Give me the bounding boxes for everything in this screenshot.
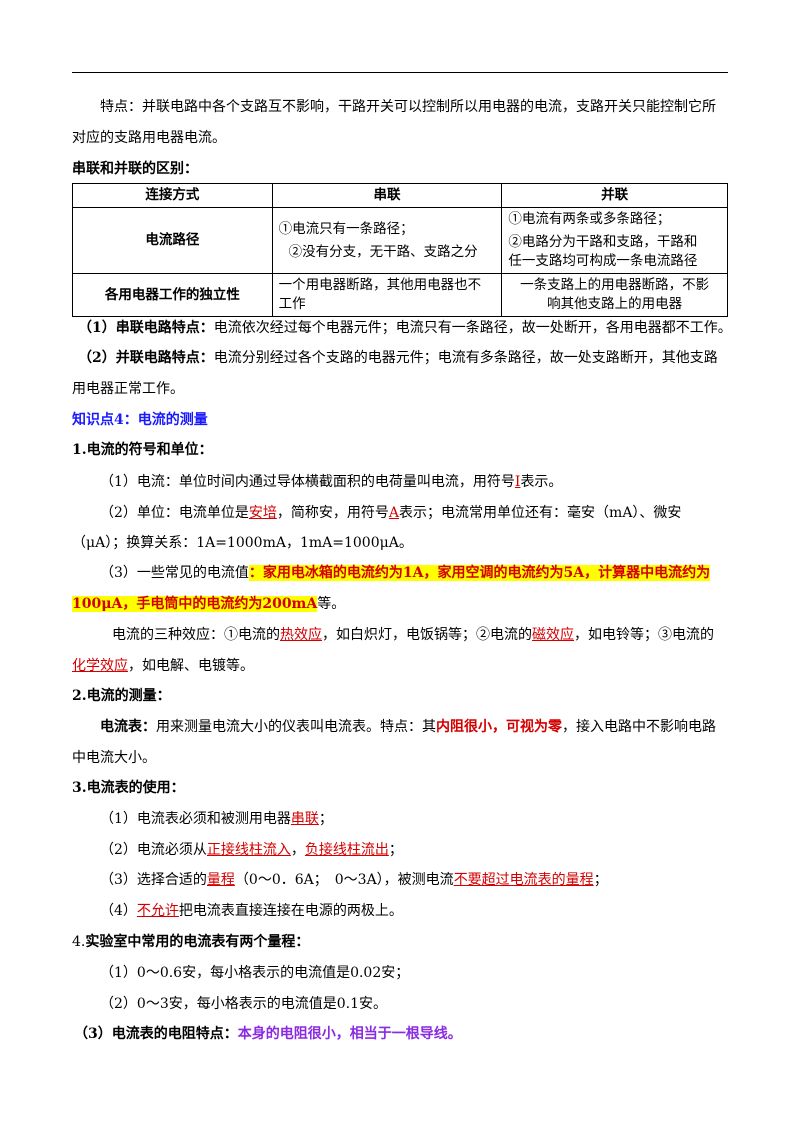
table-header-cell: 串联 (271, 183, 503, 208)
intro-line-1: 特点：并联电路中各个支路互不影响，干路开关可以控制所以用电器的电流，支路开关只能… (100, 99, 716, 115)
s3-text: ； (388, 842, 403, 858)
cell-line: ②电路分为干路和支路，干路和 (508, 234, 698, 250)
s1-text: （2）单位：电流单位是 (100, 505, 249, 521)
highlight-text: ：家用电冰箱的电流约为1A，家用空调的电流约为5A，计算器中电流约为 (248, 565, 711, 581)
table-row: 电流路径 ①电流只有一条路径； ②没有分支，无干路、支路之分 ①电流有两条或多条… (72, 207, 728, 274)
table-cell: 一条支路上的用电器断路，不影 响其他支路上的用电器 (501, 273, 728, 317)
comparison-table: 连接方式 串联 并联 电流路径 ①电流只有一条路径； ②没有分支，无干路、支路之… (72, 183, 728, 317)
cell-line: ①电流只有一条路径； (278, 220, 414, 237)
s4-item-1: （1）0～0.6安，每小格表示的电流值是0.02安； (100, 965, 410, 981)
s3-text: ， (290, 842, 305, 858)
parallel-feature-line-1: （2）并联电路特点：电流分别经过各个支路的电器元件；电流有多条路径，故一处支路断… (78, 348, 738, 368)
s2-text: 用来测量电流大小的仪表叫电流表。特点：其 (156, 719, 436, 735)
table-row: 各用电器工作的独立性 一个用电器断路，其他用电器也不 工作 一条支路上的用电器断… (72, 273, 728, 317)
cell-line: 任一支路均可构成一条电流路径 (508, 253, 698, 269)
s1-text: ，简称安，用符号 (276, 505, 389, 521)
knowledge-point-title: 知识点4：电流的测量 (72, 412, 208, 428)
s4-item-2: （2）0～3安，每小格表示的电流值是0.1安。 (100, 996, 387, 1012)
row-label: 各用电器工作的独立性 (72, 273, 273, 317)
s2-line-2: 中电流大小。 (72, 750, 156, 766)
s3-text: ； (593, 872, 608, 888)
s3-red-text: 不允许 (136, 903, 179, 919)
s1-item-3: （3）一些常见的电流值：家用电冰箱的电流约为1A，家用空调的电流约为5A，计算器… (100, 563, 760, 583)
section-2-title: 2.电流的测量： (72, 688, 171, 704)
s4-number: 4. (72, 934, 86, 950)
parallel-feature-label: （2）并联电路特点： (78, 350, 214, 366)
s2-text: ，接入电路中不影响电路 (562, 719, 716, 735)
s3-text: ； (318, 811, 333, 827)
s3-text: （0～0．6A； 0～3A），被测电流 (234, 872, 454, 888)
effects-line-1: 电流的三种效应：①电流的热效应，如白炽灯，电饭锅等；②电流的磁效应，如电铃等；③… (112, 625, 772, 645)
effect-magnetic: 磁效应 (532, 627, 574, 643)
section-4-title: 4.实验室中常用的电流表有两个量程： (72, 932, 732, 952)
cell-line: 一条支路上的用电器断路，不影 (520, 277, 710, 293)
s3-text: （1）电流表必须和被测用电器 (100, 811, 291, 827)
cell-line: 响其他支路上的用电器 (547, 296, 683, 312)
ammeter-label: 电流表： (100, 719, 156, 735)
effect-heat: 热效应 (280, 627, 322, 643)
parallel-feature-text: 电流分别经过各个支路的电器元件；电流有多条路径，故一处支路断开，其他支路 (213, 350, 718, 366)
table-header-cell: 并联 (501, 183, 728, 208)
s3-red-text: 量程 (206, 872, 235, 888)
header-rule (72, 72, 728, 73)
s1-symbol: A (388, 505, 400, 521)
table-header-cell: 连接方式 (72, 183, 273, 208)
s2-line-1: 电流表：用来测量电流大小的仪表叫电流表。特点：其内阻很小，可视为零，接入电路中不… (100, 717, 760, 737)
s1-item-2: （2）单位：电流单位是安培，简称安，用符号A表示；电流常用单位还有：毫安（mA）… (100, 503, 760, 523)
series-feature: （1）串联电路特点：电流依次经过每个电器元件；电流只有一条路径，故一处断开，各用… (78, 318, 738, 338)
row-label: 电流路径 (72, 207, 273, 274)
parallel-feature-line-2: 用电器正常工作。 (72, 381, 184, 397)
table-cell: ①电流只有一条路径； ②没有分支，无干路、支路之分 (271, 207, 503, 274)
s1-text: （1）电流：单位时间内通过导体横截面积的电荷量叫电流，用符号 (100, 474, 515, 490)
s1-item-2-cont: （μA）；换算关系：1A=1000mA，1mA=1000μA。 (72, 535, 413, 551)
section-1-title: 1.电流的符号和单位： (72, 442, 213, 458)
s4-label: （3）电流表的电阻特点： (74, 1026, 238, 1042)
highlight-text: 100μA，手电筒中的电流约为200mA (72, 596, 318, 612)
s3-red-text: 正接线柱流入 (206, 842, 291, 858)
s4-purple-text: 本身的电阻很小，相当于一根导线。 (237, 1026, 462, 1042)
s3-red-text: 负接线柱流出 (304, 842, 389, 858)
s1-item-3-cont: 100μA，手电筒中的电流约为200mA等。 (72, 594, 732, 614)
s1-text: 表示；电流常用单位还有：毫安（mA）、微安 (399, 505, 682, 521)
s1-symbol: I (514, 474, 521, 490)
s3-text: （4） (100, 903, 137, 919)
s3-item-4: （4）不允许把电流表直接连接在电源的两极上。 (100, 901, 760, 921)
table-cell: ①电流有两条或多条路径； ②电路分为干路和支路，干路和 任一支路均可构成一条电流… (501, 207, 728, 274)
effects-text: ，如电铃等；③电流的 (574, 627, 714, 643)
s3-text: （2）电流必须从 (100, 842, 207, 858)
s3-item-2: （2）电流必须从正接线柱流入，负接线柱流出； (100, 840, 760, 860)
s1-item-1: （1）电流：单位时间内通过导体横截面积的电荷量叫电流，用符号I表示。 (100, 472, 760, 492)
s3-text: （3）选择合适的 (100, 872, 207, 888)
s1-unit: 安培 (248, 505, 277, 521)
series-feature-label: （1）串联电路特点： (78, 320, 214, 336)
effects-text: ，如白炽灯，电饭锅等；②电流的 (322, 627, 532, 643)
s3-text: 把电流表直接连接在电源的两极上。 (178, 903, 403, 919)
section-3-title: 3.电流表的使用： (72, 780, 185, 796)
cell-line: 工作 (278, 296, 306, 312)
cell-line: ②没有分支，无干路、支路之分 (288, 243, 478, 260)
s1-text: 表示。 (520, 474, 563, 490)
effects-line-2: 化学效应，如电解、电镀等。 (72, 656, 732, 676)
s3-red-text: 不要超过电流表的量程 (453, 872, 594, 888)
s2-red-text: 内阻很小，可视为零 (436, 719, 562, 735)
s4-title-text: 实验室中常用的电流表有两个量程： (85, 934, 310, 950)
intro-line-2: 对应的支路用电器电流。 (72, 130, 226, 146)
compare-title: 串联和并联的区别： (72, 161, 198, 177)
s3-item-3: （3）选择合适的量程（0～0．6A； 0～3A），被测电流不要超过电流表的量程； (100, 870, 760, 890)
s3-red-text: 串联 (290, 811, 319, 827)
s1-text: 等。 (317, 596, 346, 612)
s1-text: （3）一些常见的电流值 (100, 565, 249, 581)
table-header-row: 连接方式 串联 并联 (72, 183, 728, 208)
s3-item-1: （1）电流表必须和被测用电器串联； (100, 809, 760, 829)
s4-item-3: （3）电流表的电阻特点：本身的电阻很小，相当于一根导线。 (74, 1024, 734, 1044)
table-cell: 一个用电器断路，其他用电器也不 工作 (271, 273, 503, 317)
effects-text: ，如电解、电镀等。 (128, 658, 254, 674)
effect-chemical: 化学效应 (72, 658, 128, 674)
series-feature-text: 电流依次经过每个电器元件；电流只有一条路径，故一处断开，各用电器都不工作。 (213, 320, 732, 336)
cell-line: ①电流有两条或多条路径； (508, 211, 671, 227)
effects-text: 电流的三种效应：①电流的 (112, 627, 280, 643)
cell-line: 一个用电器断路，其他用电器也不 (278, 277, 482, 293)
